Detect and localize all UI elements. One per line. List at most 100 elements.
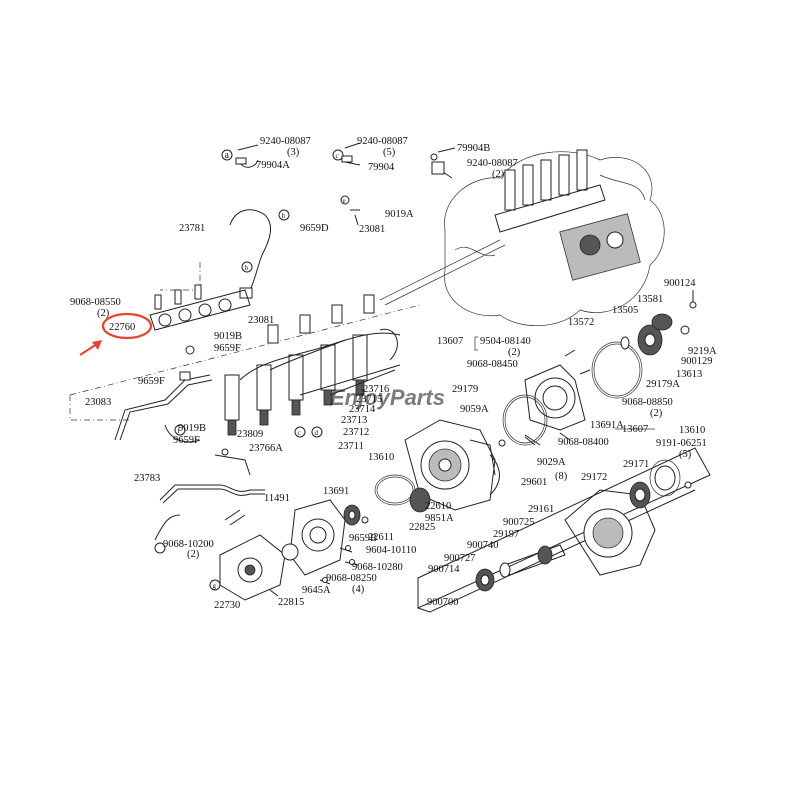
callout-label: (2) [187,549,200,560]
callout-label: 23081 [248,315,274,326]
part-highlight-marker [79,312,153,356]
callout-label: 13691 [323,486,349,497]
bracket-group-top: a c e [221,142,456,226]
callout-label: 9604-10110 [366,545,416,556]
highlighted-part-number: 22760 [109,322,135,333]
callout-label: 23809 [237,429,263,440]
callout-label: 23713 [341,415,367,426]
callout-label: 9659F [138,376,165,387]
supply-pump-assembly: g [154,484,369,601]
callout-label: 29197 [493,529,519,540]
callout-label: 23716 [363,384,389,395]
callout-label: (5) [679,449,692,460]
svg-text:b: b [245,264,249,272]
callout-label: 79904B [457,143,490,154]
callout-label: 29179 [452,384,478,395]
svg-text:d: d [315,429,319,437]
callout-label: 9659F [214,343,241,354]
callout-label: 9068-08450 [467,359,518,370]
callout-label: 23083 [85,397,111,408]
callout-label: 13581 [637,294,663,305]
callout-label: (2) [492,169,505,180]
callout-label: 9019B [178,423,206,434]
gear-cover-13691A [502,290,697,446]
callout-label: 9068-10200 [163,539,214,550]
callout-label: 900725 [503,517,535,528]
callout-label: 900740 [467,540,499,551]
fuel-rail-assembly: h b [69,209,421,476]
callout-label: 22610 [425,501,451,512]
callout-label: 13505 [612,305,638,316]
callout-labels: 9240-08087 (3) 79904A 9240-08087 (5) 799… [70,136,717,611]
svg-text:c: c [336,152,339,160]
watermark-text: EnjoyParts [330,385,445,410]
callout-label: 13691A [590,420,624,431]
svg-text:f: f [178,427,181,435]
callout-label: (3) [287,147,300,158]
callout-label: 29601 [521,477,547,488]
gear-housing-13610 [374,419,541,513]
svg-text:e: e [343,197,346,205]
callout-label: (4) [352,584,365,595]
callout-label: 13610 [368,452,394,463]
callout-label: 9068-08550 [70,297,121,308]
callout-label: 29161 [528,504,554,515]
callout-label: 9851A [425,513,454,524]
callout-label: 900124 [664,278,696,289]
svg-text:a: a [225,150,230,161]
callout-label: 23766A [249,443,283,454]
callout-label: 9504-08140 [480,336,531,347]
watermark-logo: EnjoyParts [330,385,445,410]
callout-label: 23714 [349,404,376,415]
callout-label: 9019B [214,331,242,342]
callout-label: 9659B [349,533,377,544]
callout-label: 22611 [368,532,394,543]
callout-label: 9240-08087 [467,158,518,169]
callout-label: 29179A [646,379,680,390]
callout-label: 13610 [679,425,705,436]
callout-label: 9219A [688,346,717,357]
callout-label: 29171 [623,459,649,470]
callout-label: 9068-08250 [326,573,377,584]
callout-label: 23781 [179,223,205,234]
callout-label: 23712 [343,427,369,438]
callout-label: (8) [555,471,568,482]
callout-label: 900129 [681,356,713,367]
callout-label: 13613 [676,369,702,380]
callout-label: 9019A [385,209,414,220]
callout-label: 9191-06251 [656,438,707,449]
callout-label: 900700 [427,597,459,608]
callout-label: 9659D [300,223,329,234]
callout-label: (2) [97,308,110,319]
svg-text:h: h [282,212,286,220]
svg-text:g: g [213,582,217,590]
callout-label: 23711 [338,441,364,452]
callout-label: 79904A [256,160,290,171]
callout-label: 9240-08087 [357,136,408,147]
callout-label: (2) [650,408,663,419]
callout-label: 22815 [278,597,304,608]
callout-label: 9240-08087 [260,136,311,147]
callout-label: 9659F [173,435,200,446]
callout-label: (2) [508,347,521,358]
callout-label: 22825 [409,522,435,533]
callout-label: 13572 [568,317,594,328]
highlight-arrow-head [92,340,102,350]
bracket-mark [474,336,478,351]
highlight-circle [101,312,153,340]
callout-label: 23715 [356,394,382,405]
callout-label: 9059A [460,404,489,415]
callout-label: 22730 [214,600,240,611]
callout-label: 9068-08400 [558,437,609,448]
callout-label: 9029A [537,457,566,468]
callout-label: 13607 [437,336,463,347]
callout-label: 9068-08850 [622,397,673,408]
callout-label: 13607 [622,424,648,435]
callout-label: 9645A [302,585,331,596]
callout-label: (5) [383,147,396,158]
engine-block-illustration [379,149,665,326]
callout-label: 9068-10280 [352,562,403,573]
callout-label: 23081 [359,224,385,235]
callout-label: 900714 [428,564,460,575]
